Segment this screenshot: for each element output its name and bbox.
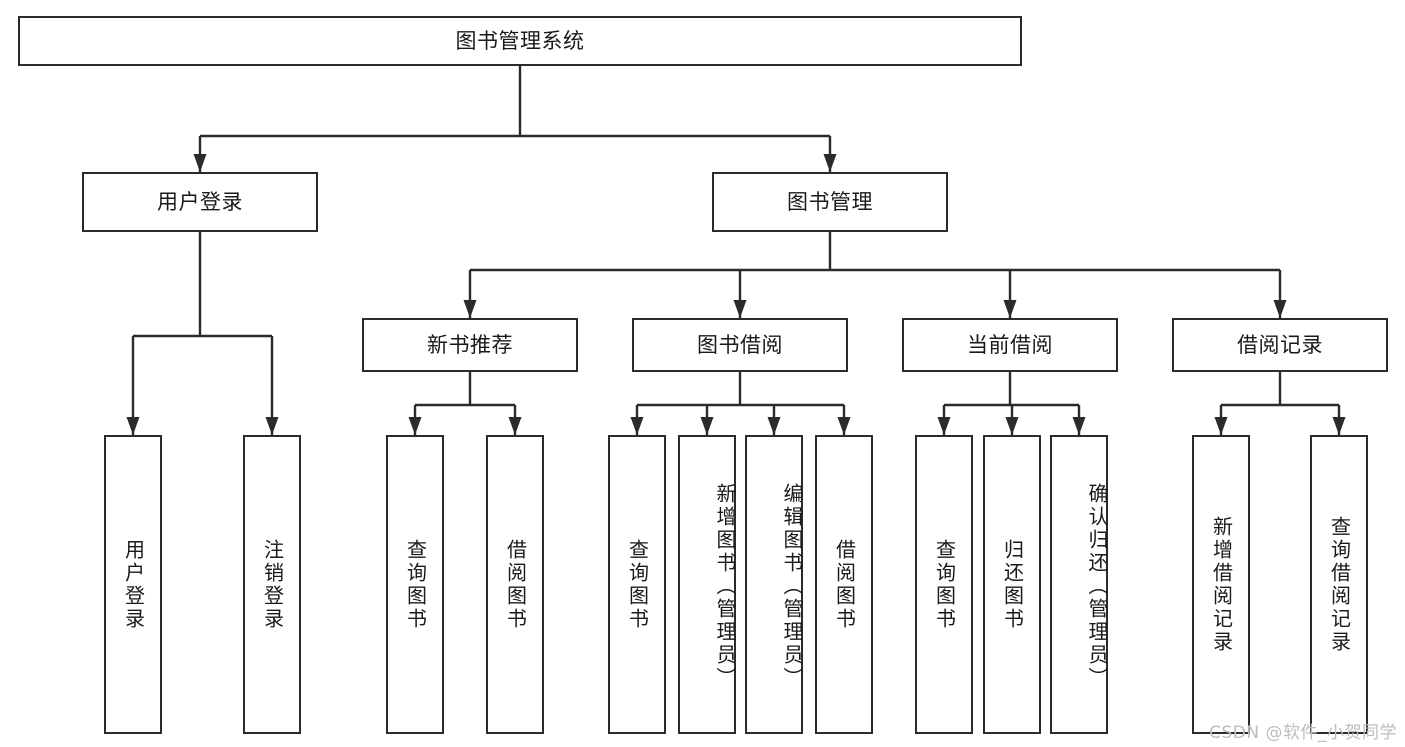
node-leaf-confirm[interactable]	[1050, 435, 1108, 734]
node-leaf-query-rec[interactable]	[1310, 435, 1368, 734]
node-leaf-user-login[interactable]	[104, 435, 162, 734]
arrow-icon-book-borrow-1	[700, 417, 714, 435]
arrow-icon-current-borrow-2	[1072, 417, 1086, 435]
arrow-icon-borrow-record-1	[1332, 417, 1346, 435]
node-leaf-return[interactable]	[983, 435, 1041, 734]
node-leaf-borrow-1[interactable]	[486, 435, 544, 734]
arrow-icon-current-borrow-0	[937, 417, 951, 435]
arrow-icon-current-borrow-1	[1005, 417, 1019, 435]
node-root[interactable]	[18, 16, 1022, 66]
node-new-book-rec[interactable]	[362, 318, 578, 372]
node-book-borrow[interactable]	[632, 318, 848, 372]
watermark: CSDN @软件_小贺同学	[1209, 723, 1397, 743]
arrow-icon-book-manage-1	[733, 300, 747, 318]
arrow-icon-book-manage-3	[1273, 300, 1287, 318]
node-borrow-record[interactable]	[1172, 318, 1388, 372]
arrow-icon-book-borrow-2	[767, 417, 781, 435]
node-book-manage[interactable]	[712, 172, 948, 232]
node-user-login[interactable]	[82, 172, 318, 232]
node-leaf-query-3[interactable]	[915, 435, 973, 734]
node-current-borrow[interactable]	[902, 318, 1118, 372]
arrow-icon-root-0	[193, 154, 207, 172]
node-leaf-borrow-2[interactable]	[815, 435, 873, 734]
node-leaf-add-rec[interactable]	[1192, 435, 1250, 734]
node-leaf-logout[interactable]	[243, 435, 301, 734]
node-leaf-add-book[interactable]	[678, 435, 736, 734]
node-leaf-query-1[interactable]	[386, 435, 444, 734]
arrow-icon-user-login-0	[126, 417, 140, 435]
arrow-icon-book-borrow-0	[630, 417, 644, 435]
node-leaf-query-2[interactable]	[608, 435, 666, 734]
arrow-icon-new-book-rec-1	[508, 417, 522, 435]
arrow-icon-borrow-record-0	[1214, 417, 1228, 435]
arrow-icon-user-login-1	[265, 417, 279, 435]
node-leaf-edit-book[interactable]	[745, 435, 803, 734]
arrow-icon-root-1	[823, 154, 837, 172]
arrow-icon-book-borrow-3	[837, 417, 851, 435]
arrow-icon-book-manage-2	[1003, 300, 1017, 318]
arrow-icon-new-book-rec-0	[408, 417, 422, 435]
arrow-icon-book-manage-0	[463, 300, 477, 318]
